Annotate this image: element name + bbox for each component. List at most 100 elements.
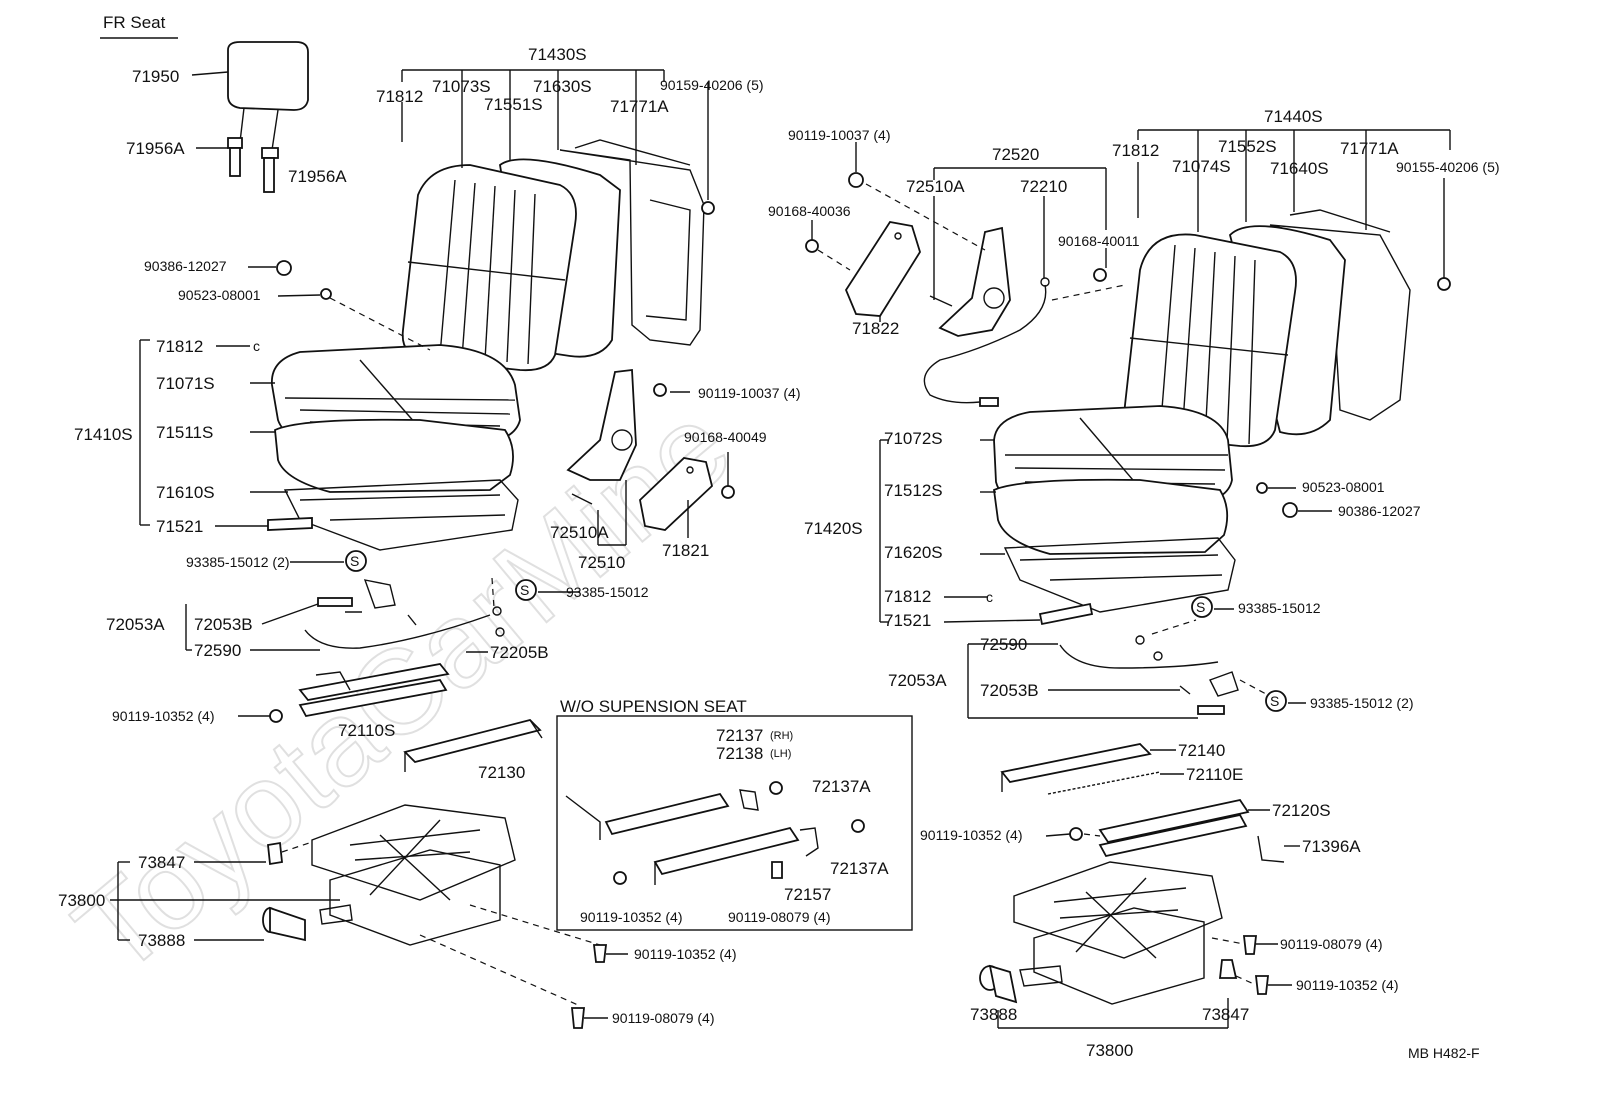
- bolt-90119-10352-right: [1069, 827, 1083, 841]
- label-72590-a: 72590: [194, 641, 241, 660]
- label-93385-c: 93385-15012: [1238, 600, 1321, 616]
- bolt-90119-10352-right-lower: [1254, 975, 1270, 995]
- label-72140: 72140: [1178, 741, 1225, 760]
- label-72205b: 72205B: [490, 643, 549, 662]
- label-90119-352b: 90119-10352 (4): [580, 909, 682, 925]
- label-71511s: 71511S: [156, 423, 213, 442]
- lever-knob-73888-right: [979, 964, 1063, 1004]
- inset-without-suspension: [556, 715, 913, 931]
- label-72138: 72138: [716, 744, 763, 763]
- label-72510a-b: 72510A: [906, 177, 965, 196]
- seatback-cover-right: [1123, 233, 1297, 448]
- bracket-71396a: [1257, 835, 1285, 863]
- screw-symbol-a: S: [350, 553, 359, 569]
- recliner-hinge-left: [566, 368, 637, 505]
- label-71822: 71822: [852, 319, 899, 338]
- label-72137a-1: 72137A: [812, 777, 871, 796]
- label-73847-a: 73847: [138, 853, 185, 872]
- label-93385-d: 93385-15012 (2): [1310, 695, 1414, 711]
- label-71956a-1: 71956A: [126, 139, 185, 158]
- label-90159: 90159-40206 (5): [660, 77, 764, 93]
- label-71420s: 71420S: [804, 519, 863, 538]
- screw-marker-93385-b: [515, 579, 537, 601]
- label-72520: 72520: [992, 145, 1039, 164]
- leader-lines-left: [110, 69, 729, 1019]
- fastener-90386-left: [276, 260, 292, 276]
- bolt-90168-40036: [805, 239, 819, 253]
- label-71812-c: 71812: [1112, 141, 1159, 160]
- label-72138-lh: (LH): [770, 748, 791, 760]
- label-72510a-a: 72510A: [550, 523, 609, 542]
- headrest-71950: [227, 41, 309, 151]
- screw-symbol-d: S: [1270, 693, 1279, 709]
- label-71771a-b: 71771A: [1340, 139, 1399, 158]
- bolt-90168-40011: [1093, 268, 1107, 282]
- headrest-guide-71956a: [227, 137, 279, 193]
- label-71950: 71950: [132, 67, 179, 86]
- label-90155: 90155-40206 (5): [1396, 159, 1500, 175]
- bracket-71822: [844, 221, 921, 317]
- label-72590-b: 72590: [980, 635, 1027, 654]
- seat-pad-71521-right: [1038, 602, 1094, 626]
- label-90119-37a: 90119-10037 (4): [698, 385, 800, 401]
- label-71821: 71821: [662, 541, 709, 560]
- seat-cushion-pad-right: [993, 478, 1229, 555]
- seat-pad-71521-left: [267, 517, 313, 531]
- label-73888-a: 73888: [138, 931, 185, 950]
- label-73800-a: 73800: [58, 891, 105, 910]
- label-90523-a: 90523-08001: [178, 287, 261, 303]
- recliner-hinge-right: [929, 226, 1011, 337]
- label-90119-352e: 90119-10352 (4): [1296, 977, 1398, 993]
- label-72157: 72157: [784, 885, 831, 904]
- screw-symbol-b: S: [520, 582, 529, 598]
- label-72120s: 72120S: [1272, 801, 1331, 820]
- label-c-clip-b: c: [253, 338, 260, 354]
- label-72130: 72130: [478, 763, 525, 782]
- label-71440s: 71440S: [1264, 107, 1323, 126]
- label-73800-b: 73800: [1086, 1041, 1133, 1060]
- label-90119-352d: 90119-10352 (4): [920, 827, 1022, 843]
- label-71410s: 71410S: [74, 425, 133, 444]
- label-72053b-a: 72053B: [194, 615, 253, 634]
- label-72510-a: 72510: [578, 553, 625, 572]
- label-71521-b: 71521: [884, 611, 931, 630]
- seat-rail-72140: [1000, 743, 1152, 792]
- label-90168-36: 90168-40036: [768, 203, 851, 219]
- spring-72110e: [1047, 771, 1161, 795]
- label-72053b-b: 72053B: [980, 681, 1039, 700]
- label-72110s: 72110S: [338, 721, 395, 740]
- bolt-90159: [701, 201, 715, 215]
- label-71396a: 71396A: [1302, 837, 1361, 856]
- washer-90523-left: [320, 288, 332, 300]
- bolt-73847-right: [1218, 959, 1238, 979]
- label-71771a-a: 71771A: [610, 97, 669, 116]
- seat-track-72120s: [1098, 798, 1250, 858]
- seatback-cover-left: [401, 164, 577, 372]
- label-71812-a: 71812: [376, 87, 423, 106]
- release-cable-72210: [923, 277, 1050, 407]
- screw-marker-93385-a: [345, 550, 367, 572]
- label-71512s: 71512S: [884, 481, 943, 500]
- bolt-90119-10352-lower: [592, 944, 608, 963]
- washer-90523-right: [1256, 482, 1268, 494]
- diagram-code: MB H482-F: [1408, 1045, 1480, 1061]
- label-93385-a: 93385-15012 (2): [186, 554, 290, 570]
- label-72137: 72137: [716, 726, 763, 745]
- label-71812-b: 71812: [156, 337, 203, 356]
- label-90119-079a: 90119-08079 (4): [728, 909, 830, 925]
- label-71073s: 71073S: [432, 77, 491, 96]
- label-72053a-b: 72053A: [888, 671, 947, 690]
- label-72210: 72210: [1020, 177, 1067, 196]
- bolt-90119-10352-left: [269, 709, 283, 723]
- seat-cushion-frame-right: [1003, 537, 1236, 613]
- label-90386-a: 90386-12027: [144, 258, 227, 274]
- label-71610s: 71610S: [156, 483, 215, 502]
- label-c-clip-d: c: [986, 589, 993, 605]
- part-labels: 71950 71956A 71956A 71430S 71812 71073S …: [58, 45, 1500, 1061]
- label-71956a-2: 71956A: [288, 167, 347, 186]
- label-93385-b: 93385-15012: [566, 584, 649, 600]
- label-72137a-2: 72137A: [830, 859, 889, 878]
- seatback-frame-left: [559, 139, 705, 346]
